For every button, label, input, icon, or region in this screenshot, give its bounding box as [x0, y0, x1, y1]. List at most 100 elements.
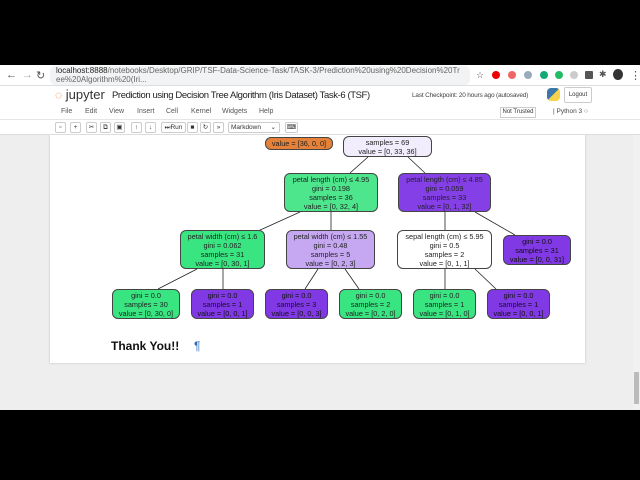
node-line: gini = 0.0: [355, 291, 386, 300]
url-host: localhost:8888: [56, 66, 108, 75]
logo-text: jupyter: [65, 87, 105, 102]
node-line: gini = 0.0: [207, 291, 238, 300]
run-icon: ⏭: [164, 124, 171, 131]
tree-edge: [304, 268, 319, 290]
kernel-name: Python 3: [556, 108, 583, 115]
node-line: samples = 31: [515, 246, 559, 255]
node-line: samples = 33: [422, 193, 467, 202]
tree-edge: [474, 211, 516, 236]
node-line: sepal length (cm) ≤ 5.95: [405, 232, 484, 241]
fast-forward-icon[interactable]: »: [213, 122, 224, 133]
jupyter-logo[interactable]: ◌ jupyter: [55, 87, 105, 102]
node-line: samples = 31: [200, 250, 245, 259]
node-line: gini = 0.059: [425, 184, 464, 193]
tree-edge: [157, 268, 198, 290]
node-line: samples = 36: [309, 193, 353, 202]
node-line: samples = 2: [424, 250, 465, 259]
node-line: value = [0, 32, 4]: [303, 202, 359, 211]
paste-icon[interactable]: ▣: [114, 122, 125, 133]
logout-button[interactable]: Logout: [564, 87, 592, 103]
save-icon[interactable]: ▫: [55, 122, 66, 133]
tree-edges: [157, 156, 516, 290]
jupyter-logo-icon: ◌: [55, 88, 63, 102]
extension-icon[interactable]: [524, 71, 532, 79]
chevron-down-icon: ⌄: [270, 124, 276, 131]
node-line: samples = 1: [202, 300, 243, 309]
tree-edge: [407, 156, 426, 174]
node-line: gini = 0.198: [312, 184, 350, 193]
url-path: /notebooks/Desktop/GRIP/TSF-Data-Science…: [56, 66, 460, 84]
menu-cell[interactable]: Cell: [166, 108, 179, 115]
extension-icon[interactable]: [508, 71, 516, 79]
node-line: samples = 30: [124, 300, 168, 309]
address-bar[interactable]: localhost:8888/notebooks/Desktop/GRIP/TS…: [50, 66, 470, 85]
forward-icon[interactable]: →: [22, 69, 33, 81]
node-line: value = [0, 1, 1]: [419, 259, 470, 268]
tree-edge: [257, 211, 301, 232]
profile-avatar[interactable]: [613, 69, 623, 80]
anchor-link[interactable]: ¶: [194, 339, 201, 353]
scrollbar-thumb[interactable]: [634, 372, 639, 404]
menu-edit[interactable]: Edit: [85, 108, 98, 115]
grammarly-icon[interactable]: [555, 71, 563, 79]
puzzle-icon[interactable]: ✱: [599, 69, 607, 79]
node-line: samples = 5: [310, 250, 351, 259]
menu-file[interactable]: File: [61, 108, 73, 115]
menu-dots-icon[interactable]: ⋮: [630, 70, 640, 82]
extension-icon[interactable]: [585, 71, 593, 79]
back-icon[interactable]: ←: [6, 69, 17, 81]
menu-view[interactable]: View: [109, 108, 125, 115]
copy-icon[interactable]: ⧉: [100, 122, 111, 133]
cell-type-select[interactable]: Markdown ⌄: [228, 122, 280, 133]
keyboard-icon[interactable]: ⌨: [285, 122, 298, 133]
cut-icon[interactable]: ✂: [86, 122, 97, 133]
notebook-title[interactable]: Prediction using Decision Tree Algorithm…: [112, 90, 370, 101]
menu-insert[interactable]: Insert: [137, 108, 155, 115]
checkpoint-status: Last Checkpoint: 20 hours ago (autosaved…: [412, 92, 528, 99]
node-line: gini = 0.0: [503, 291, 534, 300]
tree-edge: [474, 268, 497, 290]
extension-icon[interactable]: [540, 71, 548, 79]
bookmark-star-icon[interactable]: ☆: [476, 70, 485, 80]
node-line: petal length (cm) ≤ 4.95: [292, 175, 370, 184]
stop-icon[interactable]: ■: [187, 122, 198, 133]
node-line: value = [0, 1, 32]: [417, 202, 472, 211]
node-line: gini = 0.48: [313, 241, 348, 250]
not-trusted-button[interactable]: Not Trusted: [500, 107, 536, 118]
node-line: value = [0, 30, 1]: [195, 259, 250, 268]
menu-widgets[interactable]: Widgets: [222, 108, 248, 115]
menu-kernel[interactable]: Kernel: [191, 108, 212, 115]
node-line: gini = 0.0: [131, 291, 161, 300]
node-line: value = [0, 2, 0]: [345, 309, 396, 318]
node-line: gini = 0.062: [203, 241, 242, 250]
add-cell-icon[interactable]: +: [70, 122, 81, 133]
menu-help[interactable]: Help: [259, 108, 274, 115]
autosave-text: (autosaved): [495, 92, 529, 99]
kernel-indicator: | Python 3 ○: [553, 108, 588, 115]
scrollbar[interactable]: [633, 135, 640, 410]
node-line: samples = 1: [498, 300, 539, 309]
run-button[interactable]: ⏭Run: [161, 122, 186, 133]
node-line: gini = 0.0: [429, 291, 460, 300]
extension-icon[interactable]: [570, 71, 578, 79]
move-up-icon[interactable]: ↑: [131, 122, 142, 133]
opera-extension-icon[interactable]: [492, 71, 500, 79]
browser-toolbar: ← → ↻ localhost:8888/notebooks/Desktop/G…: [0, 65, 640, 86]
thank-you-heading: Thank You!!: [111, 339, 180, 353]
reload-icon[interactable]: ↻: [36, 70, 46, 82]
move-down-icon[interactable]: ↓: [145, 122, 156, 133]
restart-icon[interactable]: ↻: [200, 122, 211, 133]
node-line: value = [0, 1, 0]: [419, 309, 470, 318]
node-line: gini = 0.0: [281, 291, 312, 300]
node-line: value = [36, 0, 0]: [271, 139, 327, 148]
node-line: gini = 0.0: [522, 237, 552, 246]
notebook-toolbar: ▫ + ✂ ⧉ ▣ ↑ ↓ ⏭Run ■ ↻ » Markdown ⌄ ⌨: [0, 120, 640, 135]
cell-type-value: Markdown: [231, 124, 261, 131]
node-line: value = [0, 0, 1]: [197, 309, 248, 318]
